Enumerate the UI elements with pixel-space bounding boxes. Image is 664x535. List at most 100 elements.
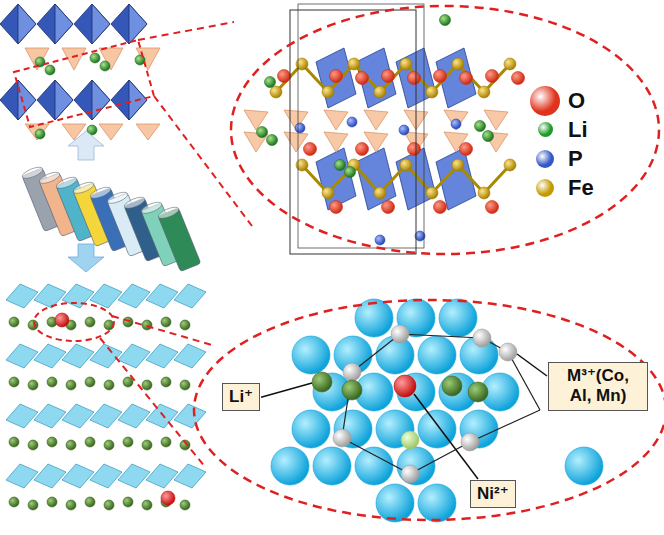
- atom: [142, 500, 152, 510]
- mo6-octahedron: [6, 344, 38, 368]
- mo6-octahedron: [62, 344, 94, 368]
- mo6-octahedron: [146, 464, 178, 488]
- atom: [460, 72, 473, 85]
- legend-item: Li: [528, 115, 594, 144]
- atom: [452, 159, 464, 171]
- mo6-octahedron: [174, 284, 206, 308]
- tetrahedron: [25, 124, 49, 140]
- bond: [470, 410, 540, 442]
- octahedron: [37, 4, 73, 44]
- mo6-octahedron: [118, 404, 150, 428]
- atom: [335, 160, 346, 171]
- arrow-down: [68, 244, 104, 272]
- atom: [123, 437, 133, 447]
- octahedron-face: [92, 80, 110, 120]
- legend-swatch: [530, 86, 560, 116]
- tetrahedron: [99, 124, 123, 140]
- leader-line: [517, 354, 547, 376]
- zoom-ellipse: [194, 300, 664, 520]
- atom: [426, 86, 438, 98]
- layered-structure: [6, 284, 212, 510]
- octahedron: [74, 4, 110, 44]
- atom: [9, 497, 19, 507]
- atom: [47, 497, 57, 507]
- mo6-octahedron: [34, 464, 66, 488]
- atom: [408, 143, 421, 156]
- po4-tetrahedron: [324, 132, 348, 152]
- fe-octahedron: [356, 48, 396, 108]
- atom: [478, 187, 490, 199]
- mo6-octahedron: [118, 344, 150, 368]
- atom: [267, 135, 278, 146]
- mo6-octahedron: [6, 464, 38, 488]
- atom: [292, 410, 330, 448]
- atom: [180, 320, 190, 330]
- po4-tetrahedron: [364, 110, 388, 130]
- atom: [333, 429, 351, 447]
- unit-cell: [290, 10, 416, 254]
- atom: [85, 317, 95, 327]
- atom: [28, 440, 38, 450]
- atom: [47, 437, 57, 447]
- atom: [278, 70, 291, 83]
- legend-swatch: [538, 122, 553, 137]
- mo6-octahedron: [118, 464, 150, 488]
- atom: [312, 372, 332, 392]
- atom: [28, 320, 38, 330]
- octahedron: [0, 80, 36, 120]
- atom: [142, 380, 152, 390]
- atom: [375, 235, 385, 245]
- atom: [486, 201, 499, 214]
- mo6-octahedron: [34, 344, 66, 368]
- mo6-octahedron: [90, 344, 122, 368]
- atom: [123, 497, 133, 507]
- atom: [356, 72, 369, 85]
- ion-label: Ni²⁺: [477, 484, 509, 504]
- atom: [426, 187, 438, 199]
- atom: [401, 431, 419, 449]
- legend-item: O: [528, 86, 594, 115]
- mo6-octahedron: [6, 284, 38, 308]
- atom: [382, 201, 395, 214]
- callout-box: M³⁺(Co, Al, Mn): [548, 362, 648, 411]
- atom: [85, 437, 95, 447]
- zoom-ellipse-small: [34, 303, 114, 341]
- atom: [343, 363, 361, 381]
- atom: [499, 343, 517, 361]
- atom: [161, 491, 175, 505]
- atom: [47, 377, 57, 387]
- bond: [508, 352, 540, 410]
- octahedron-face: [18, 4, 36, 44]
- mo6-octahedron: [62, 464, 94, 488]
- legend-label: O: [568, 88, 585, 114]
- atom: [460, 143, 473, 156]
- arrow-up: [68, 131, 104, 160]
- cation-mixing: [194, 299, 664, 522]
- po4-tetrahedron: [484, 110, 508, 130]
- atom: [66, 380, 76, 390]
- atom: [161, 377, 171, 387]
- atom: [468, 382, 488, 402]
- unit-cell: [298, 4, 424, 248]
- atom: [85, 497, 95, 507]
- atom: [35, 129, 45, 139]
- atom: [400, 58, 412, 70]
- atom: [142, 320, 152, 330]
- atom: [376, 484, 414, 522]
- atom: [66, 500, 76, 510]
- po4-tetrahedron: [324, 110, 348, 130]
- atom: [475, 121, 486, 132]
- atom: [55, 313, 69, 327]
- octahedron-face: [92, 4, 110, 44]
- legend-label: Fe: [568, 175, 594, 201]
- mo6-octahedron: [62, 284, 94, 308]
- atom: [313, 447, 351, 485]
- atom: [304, 143, 317, 156]
- octahedron-face: [55, 4, 73, 44]
- battery-cap: [157, 205, 180, 221]
- bond: [342, 438, 410, 474]
- atom: [104, 500, 114, 510]
- atom: [161, 317, 171, 327]
- atom: [451, 119, 461, 129]
- atom: [345, 167, 356, 178]
